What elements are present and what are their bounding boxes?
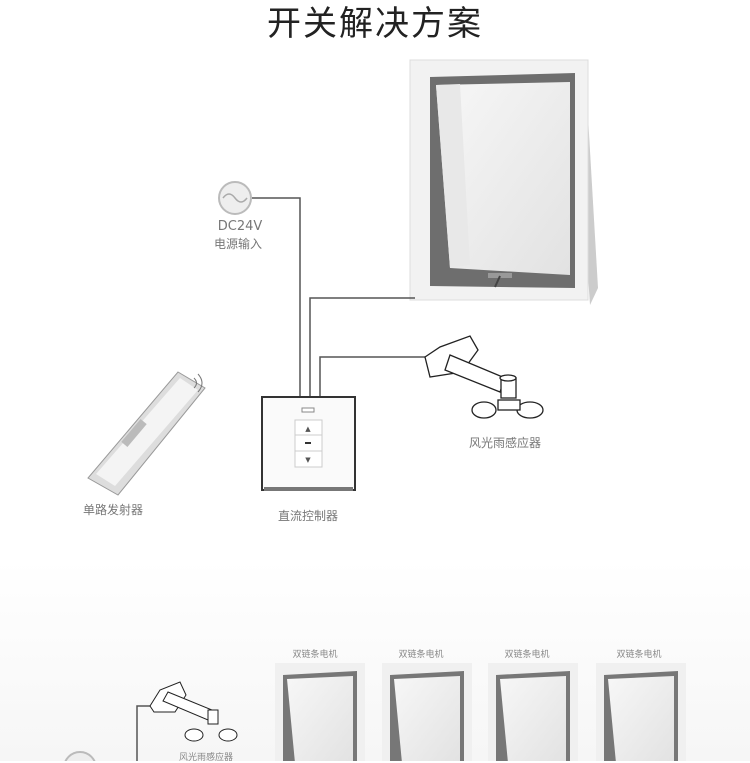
- bottom-sensor-illustration: [149, 681, 238, 742]
- motor-label: 双链条电机: [398, 650, 444, 660]
- controller-label: 直流控制器: [277, 509, 339, 523]
- svg-text:▼: ▼: [305, 456, 311, 464]
- motor-label: 双链条电机: [292, 650, 338, 660]
- motor-label: 双链条电机: [504, 650, 550, 660]
- wind-sun-rain-sensor-illustration: [424, 335, 544, 419]
- svg-text:▲: ▲: [305, 425, 311, 433]
- bottom-power-icon: [64, 751, 96, 761]
- bottom-sensor-label: 风光雨感应器: [178, 753, 234, 763]
- power-input-label: 电源输入: [213, 237, 263, 251]
- remote-transmitter-illustration: [87, 371, 206, 496]
- window-illustration: [409, 59, 598, 305]
- dc-controller-illustration: ▲ ▼: [261, 396, 356, 491]
- power-voltage-label: DC24V: [217, 219, 263, 234]
- bottom-windows: [275, 663, 686, 761]
- motor-label: 双链条电机: [616, 650, 662, 660]
- remote-label: 单路发射器: [82, 503, 144, 517]
- sensor-label: 风光雨感应器: [468, 436, 542, 450]
- ac-power-icon: [218, 181, 252, 215]
- page-title: 开关解决方案: [267, 4, 483, 44]
- wiring: [136, 197, 425, 761]
